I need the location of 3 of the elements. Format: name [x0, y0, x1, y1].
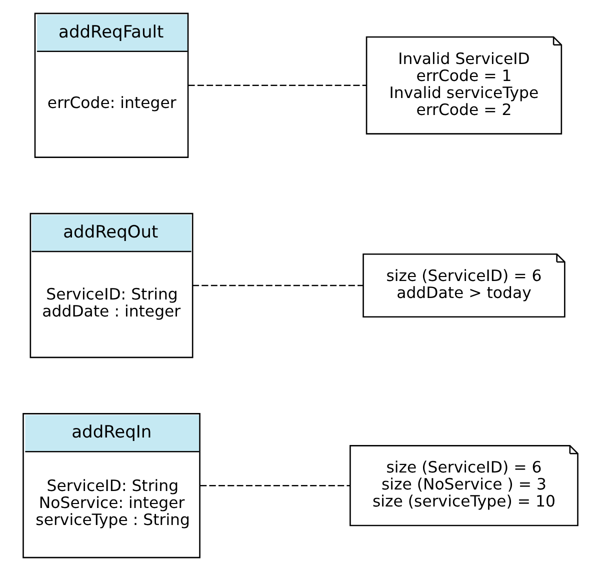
connector — [188, 84, 366, 86]
connector — [192, 284, 363, 286]
connector — [200, 484, 350, 486]
